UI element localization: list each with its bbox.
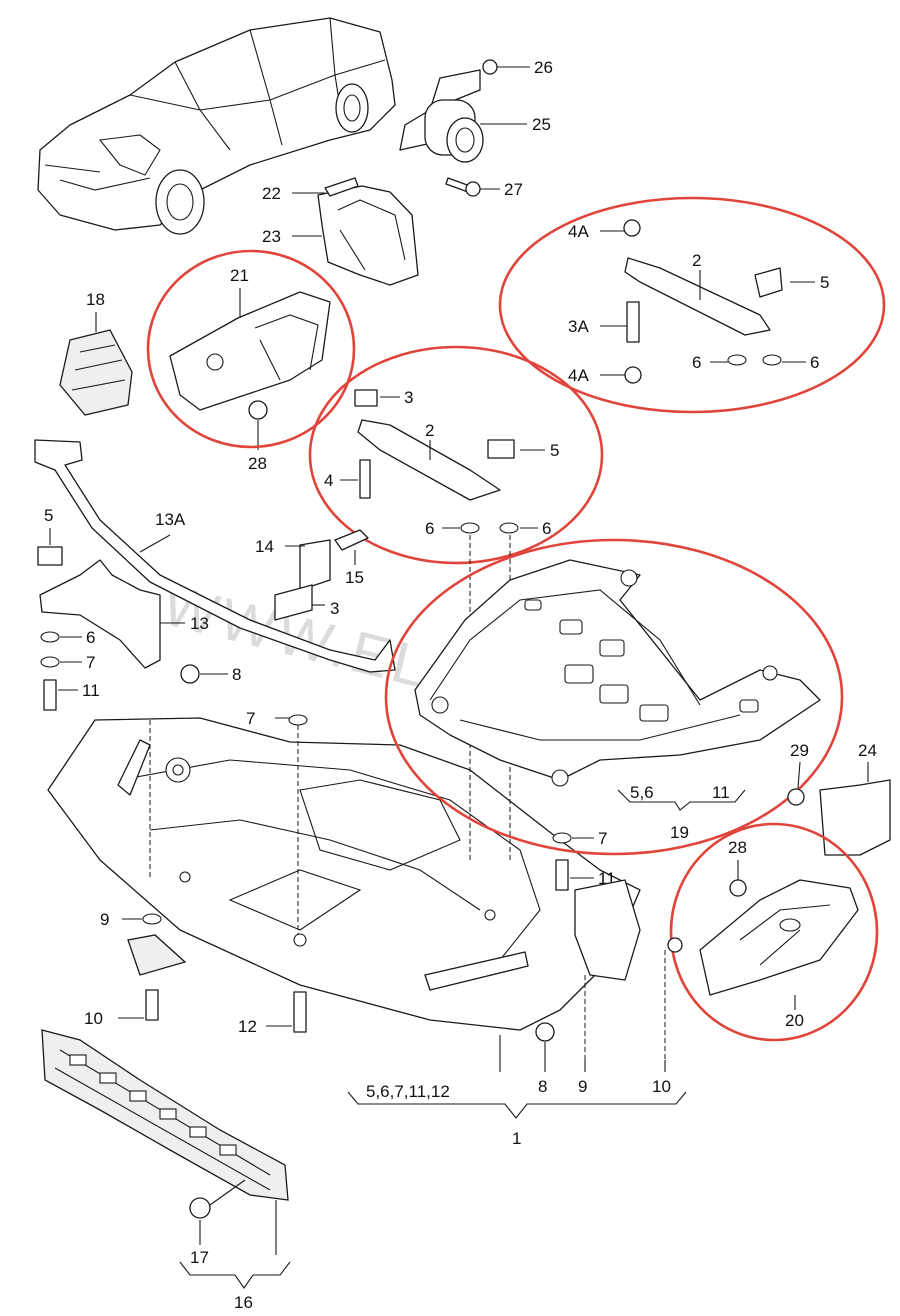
callout-11-left: 11 xyxy=(82,681,100,700)
callout-6-upper-a: 6 xyxy=(692,353,701,372)
callout-2-middle: 2 xyxy=(425,421,434,440)
callout-10-bottom: 10 xyxy=(652,1077,671,1096)
grille-16 xyxy=(41,1029,289,1201)
callout-9-left: 9 xyxy=(100,910,109,929)
callout-3-middle: 3 xyxy=(404,388,413,407)
highlight-circle-shield-20 xyxy=(669,822,879,1042)
callout-21: 21 xyxy=(230,266,249,285)
callout-13: 13 xyxy=(190,614,209,633)
callout-7-center: 7 xyxy=(246,709,255,728)
callout-4A-bottom: 4A xyxy=(568,366,589,385)
callout-13A: 13A xyxy=(155,510,186,529)
callout-1-group: 5,6,7,11,12 xyxy=(366,1082,450,1101)
callout-7-right: 7 xyxy=(598,829,607,848)
callout-4A-top: 4A xyxy=(568,222,589,241)
heat-shield-20 xyxy=(699,879,859,996)
callout-27: 27 xyxy=(504,180,523,199)
callout-19-group-a: 5,6 xyxy=(630,783,654,802)
callout-18: 18 xyxy=(86,290,105,309)
underbody-shield-1 xyxy=(47,717,641,1031)
callout-25: 25 xyxy=(532,115,551,134)
car-illustration xyxy=(37,17,396,235)
callout-6-upper-b: 6 xyxy=(810,353,819,372)
highlight-circle-shield-21 xyxy=(146,249,356,449)
callout-3-lower: 3 xyxy=(330,599,339,618)
callout-6-left: 6 xyxy=(86,628,95,647)
reinforcement-plate-19 xyxy=(414,559,821,787)
callout-5-left: 5 xyxy=(44,506,53,525)
callout-29: 29 xyxy=(790,741,809,760)
callout-4: 4 xyxy=(324,471,333,490)
callout-5-upper: 5 xyxy=(820,273,829,292)
insulation-block-18 xyxy=(59,329,133,416)
cross-brace-middle xyxy=(354,389,519,534)
callout-19-group-b: 11 xyxy=(712,783,730,802)
callout-28-left: 28 xyxy=(248,454,267,473)
callout-24: 24 xyxy=(858,741,877,760)
callout-7-left: 7 xyxy=(86,653,95,672)
callout-22: 22 xyxy=(262,184,281,203)
highlight-circle-plate-19 xyxy=(384,538,844,856)
callout-8-top: 8 xyxy=(232,665,241,684)
callout-8-bottom: 8 xyxy=(538,1077,547,1096)
callout-17: 17 xyxy=(190,1248,209,1267)
cross-brace-upper xyxy=(623,219,783,384)
callout-26: 26 xyxy=(534,58,553,77)
callout-1: 1 xyxy=(512,1129,521,1148)
bracket-22-23 xyxy=(317,177,419,286)
callout-3A: 3A xyxy=(568,317,589,336)
callout-15: 15 xyxy=(345,568,364,587)
callout-12: 12 xyxy=(238,1017,257,1036)
callout-5-middle: 5 xyxy=(550,441,559,460)
callout-10-left: 10 xyxy=(84,1009,103,1028)
callout-23: 23 xyxy=(262,227,281,246)
highlight-circle-cross-brace-middle xyxy=(308,345,604,565)
callout-20: 20 xyxy=(785,1011,804,1030)
callout-9-bottom: 9 xyxy=(578,1077,587,1096)
callout-14: 14 xyxy=(255,537,274,556)
callout-28-right: 28 xyxy=(728,838,747,857)
callout-16: 16 xyxy=(234,1293,253,1312)
callout-6-middle-a: 6 xyxy=(425,519,434,538)
callout-19: 19 xyxy=(670,823,689,842)
highlight-circle-cross-brace-upper xyxy=(498,196,886,414)
bracket-assembly-25 xyxy=(399,59,498,197)
callout-6-middle-b: 6 xyxy=(542,519,551,538)
heat-shield-21 xyxy=(169,291,331,420)
callout-2-upper: 2 xyxy=(692,251,701,270)
strut-13A xyxy=(34,439,396,673)
